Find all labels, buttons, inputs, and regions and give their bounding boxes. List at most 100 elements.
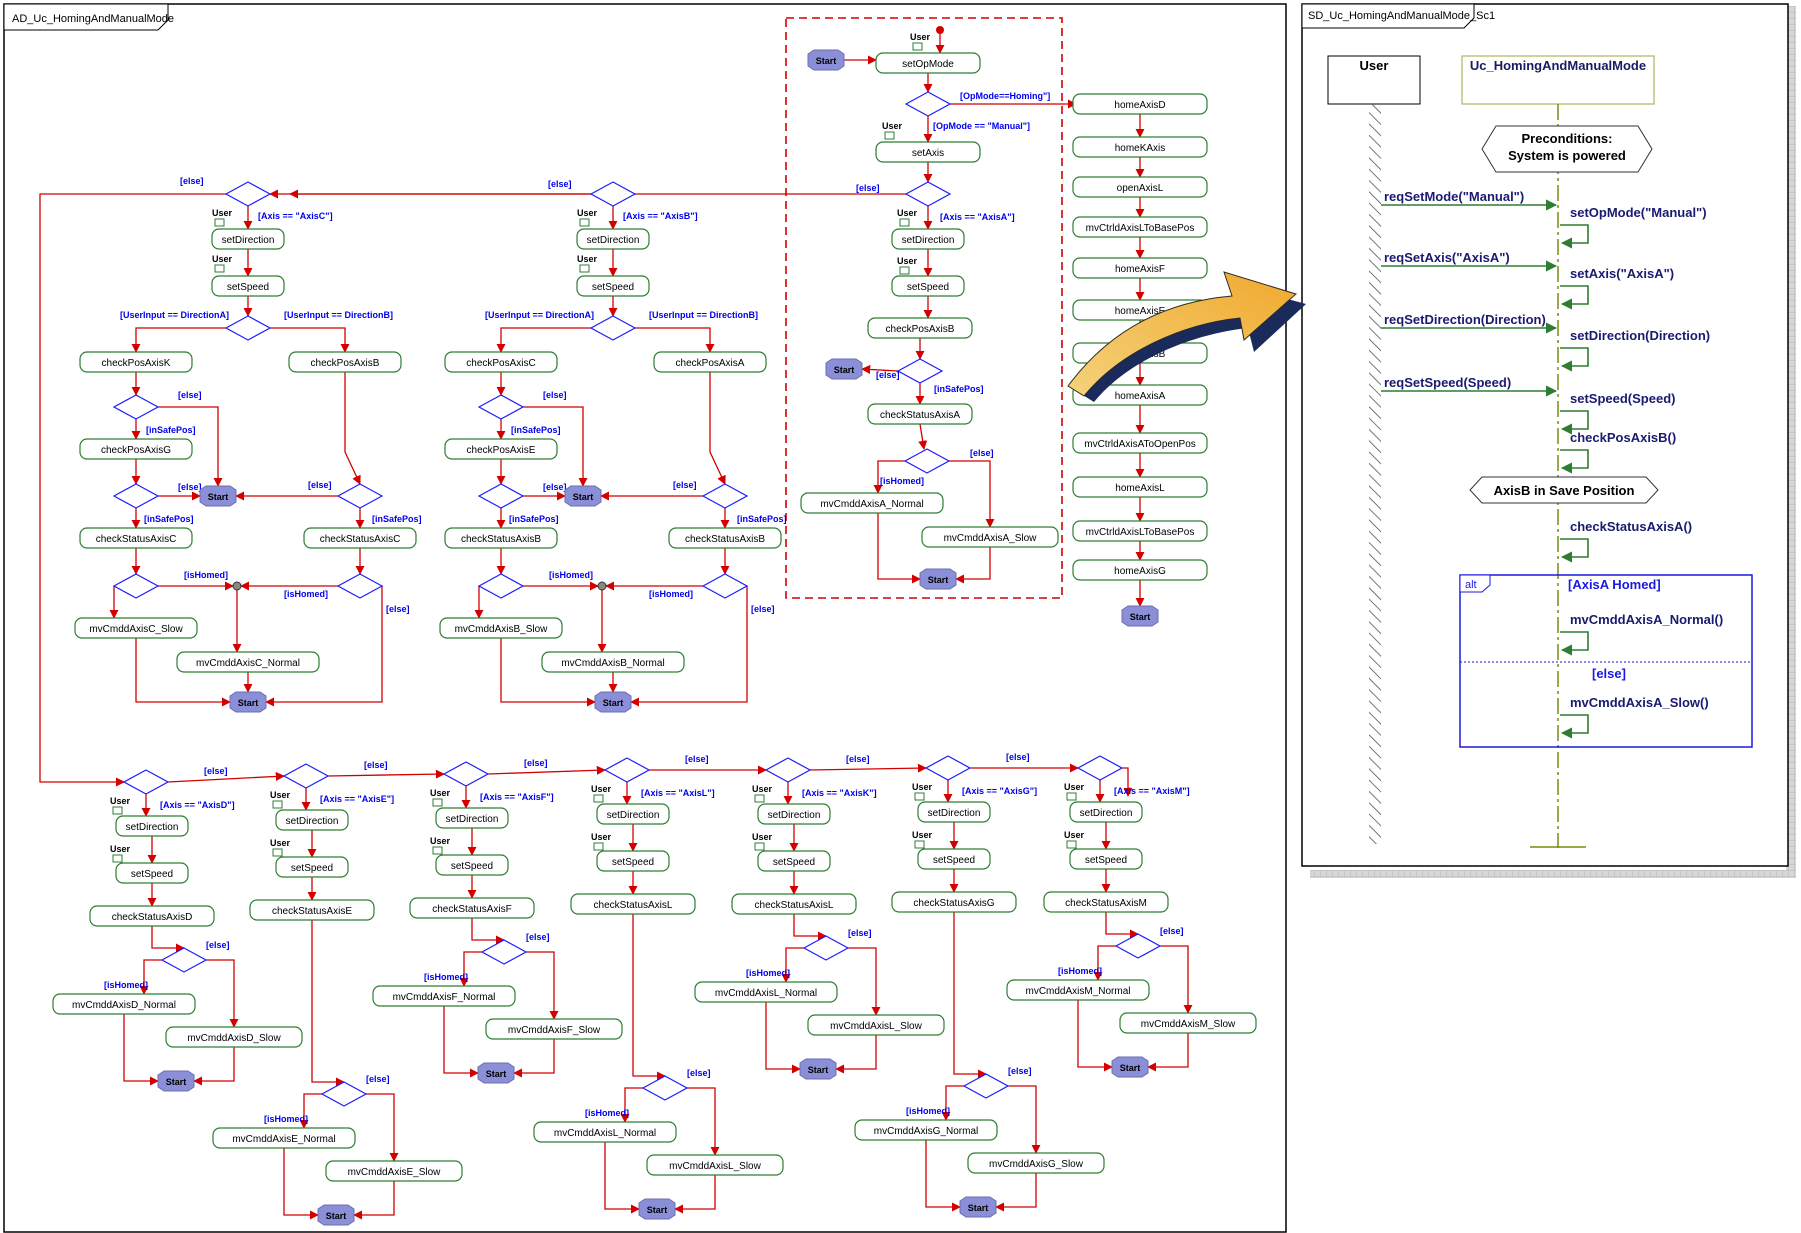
action-mvCmdd-Normal[interactable]: mvCmddAxisB_Normal [542, 652, 684, 672]
final-node-start[interactable]: Start [1122, 606, 1158, 626]
final-node-label: Start [1120, 1063, 1141, 1073]
final-node-start[interactable]: Start [595, 692, 631, 712]
final-node-start[interactable]: Start [565, 486, 601, 506]
guard-label: [isHomed] [184, 570, 228, 580]
action-label: setSpeed [933, 855, 975, 866]
final-node-start[interactable]: Start [200, 486, 236, 506]
action-homing-step[interactable]: homeAxisF [1073, 258, 1207, 278]
final-node-label: Start [603, 698, 624, 708]
action-setSpeed[interactable]: setSpeed [212, 276, 284, 296]
action-setDirection[interactable]: setDirection [116, 816, 188, 836]
action-mvCmdd-Slow[interactable]: mvCmddAxisE_Slow [326, 1161, 462, 1181]
action-checkStatus[interactable]: checkStatusAxisD [90, 906, 214, 926]
action-label: checkPosAxisB [886, 324, 955, 335]
action-setDirection[interactable]: setDirection [436, 808, 508, 828]
action-mvCmdd-Normal[interactable]: mvCmddAxisM_Normal [1007, 980, 1149, 1000]
action-checkPos[interactable]: checkPosAxisA [654, 352, 766, 372]
action-mvCmdd-Slow[interactable]: mvCmddAxisL_Slow [647, 1155, 783, 1175]
user-tag-label: User [430, 788, 451, 798]
action-checkStatus[interactable]: checkStatusAxisB [669, 528, 781, 548]
action-homing-step[interactable]: homeKAxis [1073, 137, 1207, 157]
action-homing-step[interactable]: openAxisL [1073, 177, 1207, 197]
action-mvCmdd-Normal[interactable]: mvCmddAxisE_Normal [213, 1128, 355, 1148]
action-checkStatusAxisA[interactable]: checkStatusAxisA [868, 404, 972, 424]
final-node-start[interactable]: Start [1112, 1057, 1148, 1077]
action-checkPos[interactable]: checkPosAxisE [445, 439, 557, 459]
action-label: setDirection [768, 810, 821, 821]
action-checkPosAxisB[interactable]: checkPosAxisB [868, 318, 972, 338]
action-setDirection[interactable]: setDirection [758, 804, 830, 824]
action-setDirection[interactable]: setDirection [918, 802, 990, 822]
action-homing-step[interactable]: mvCtrldAxisLToBasePos [1073, 217, 1207, 237]
final-node-start[interactable]: Start [230, 692, 266, 712]
action-setDirection[interactable]: setDirection [597, 804, 669, 824]
action-homing-step[interactable]: mvCtrldAxisAToOpenPos [1073, 433, 1207, 453]
action-mvCmdd-Normal[interactable]: mvCmddAxisG_Normal [855, 1120, 997, 1140]
action-setAxis[interactable]: setAxis [876, 142, 980, 162]
action-mvCmdd-Slow[interactable]: mvCmddAxisB_Slow [440, 618, 562, 638]
action-mvCmdd-Normal[interactable]: mvCmddAxisD_Normal [53, 994, 195, 1014]
action-homing-step[interactable]: homeAxisG [1073, 560, 1207, 580]
action-checkStatus[interactable]: checkStatusAxisM [1044, 892, 1168, 912]
action-mvCmdd-Slow[interactable]: mvCmddAxisD_Slow [166, 1027, 302, 1047]
action-checkPos[interactable]: checkPosAxisC [445, 352, 557, 372]
action-setSpeed[interactable]: setSpeed [116, 863, 188, 883]
action-mvCmddAxisA-Normal[interactable]: mvCmddAxisA_Normal [801, 493, 943, 513]
final-node-start[interactable]: Start [158, 1071, 194, 1091]
action-checkStatus[interactable]: checkStatusAxisE [250, 900, 374, 920]
action-checkPos[interactable]: checkPosAxisB [289, 352, 401, 372]
action-setSpeed[interactable]: setSpeed [1070, 849, 1142, 869]
final-node-start[interactable]: Start [960, 1197, 996, 1217]
action-mvCmdd-Slow[interactable]: mvCmddAxisG_Slow [968, 1153, 1104, 1173]
action-setDirection[interactable]: setDirection [276, 810, 348, 830]
final-node-label: Start [1130, 612, 1151, 622]
action-setOpMode[interactable]: setOpMode [876, 53, 980, 73]
action-label: mvCmddAxisM_Slow [1141, 1019, 1236, 1030]
final-node-start[interactable]: Start [800, 1059, 836, 1079]
action-checkStatus[interactable]: checkStatusAxisC [304, 528, 416, 548]
action-checkStatus[interactable]: checkStatusAxisL [571, 894, 695, 914]
action-mvCmdd-Slow[interactable]: mvCmddAxisC_Slow [75, 618, 197, 638]
final-node-start[interactable]: Start [826, 359, 862, 379]
user-tag-label: User [430, 836, 451, 846]
action-checkStatus[interactable]: checkStatusAxisG [892, 892, 1016, 912]
action-checkStatus[interactable]: checkStatusAxisB [445, 528, 557, 548]
action-mvCmdd-Slow[interactable]: mvCmddAxisL_Slow [808, 1015, 944, 1035]
action-checkPos[interactable]: checkPosAxisK [80, 352, 192, 372]
action-mvCmddAxisA-Slow[interactable]: mvCmddAxisA_Slow [922, 527, 1058, 547]
action-setDirection[interactable]: setDirection [212, 229, 284, 249]
action-mvCmdd-Normal[interactable]: mvCmddAxisL_Normal [695, 982, 837, 1002]
final-node-start[interactable]: Start [318, 1205, 354, 1225]
alt-guard1: [AxisA Homed] [1568, 577, 1661, 592]
guard-label: [inSafePos] [511, 425, 561, 435]
guard-label: [Axis == "AxisF"] [480, 792, 554, 802]
action-setSpeed[interactable]: setSpeed [597, 851, 669, 871]
final-node-start[interactable]: Start [639, 1199, 675, 1219]
action-setDirection[interactable]: setDirection [1070, 802, 1142, 822]
action-setSpeed[interactable]: setSpeed [436, 855, 508, 875]
action-checkStatus[interactable]: checkStatusAxisL [732, 894, 856, 914]
action-checkStatus[interactable]: checkStatusAxisC [80, 528, 192, 548]
action-setSpeed[interactable]: setSpeed [577, 276, 649, 296]
action-homing-step[interactable]: mvCtrldAxisLToBasePos [1073, 521, 1207, 541]
action-checkPos[interactable]: checkPosAxisG [80, 439, 192, 459]
action-mvCmdd-Slow[interactable]: mvCmddAxisF_Slow [486, 1019, 622, 1039]
action-setSpeed[interactable]: setSpeed [892, 276, 964, 296]
action-mvCmdd-Slow[interactable]: mvCmddAxisM_Slow [1120, 1013, 1256, 1033]
action-setSpeed[interactable]: setSpeed [758, 851, 830, 871]
action-mvCmdd-Normal[interactable]: mvCmddAxisF_Normal [373, 986, 515, 1006]
action-checkStatus[interactable]: checkStatusAxisF [410, 898, 534, 918]
action-homing-step[interactable]: homeAxisD [1073, 94, 1207, 114]
merge-node [598, 582, 606, 590]
action-mvCmdd-Normal[interactable]: mvCmddAxisL_Normal [534, 1122, 676, 1142]
action-setSpeed[interactable]: setSpeed [918, 849, 990, 869]
action-setDirection[interactable]: setDirection [577, 229, 649, 249]
final-node-start[interactable]: Start [478, 1063, 514, 1083]
action-mvCmdd-Normal[interactable]: mvCmddAxisC_Normal [177, 652, 319, 672]
action-homing-step[interactable]: homeAxisL [1073, 477, 1207, 497]
action-label: checkStatusAxisB [461, 534, 541, 545]
action-setSpeed[interactable]: setSpeed [276, 857, 348, 877]
final-node-start[interactable]: Start [808, 50, 844, 70]
final-node-start[interactable]: Start [920, 569, 956, 589]
action-setDirection[interactable]: setDirection [892, 229, 964, 249]
